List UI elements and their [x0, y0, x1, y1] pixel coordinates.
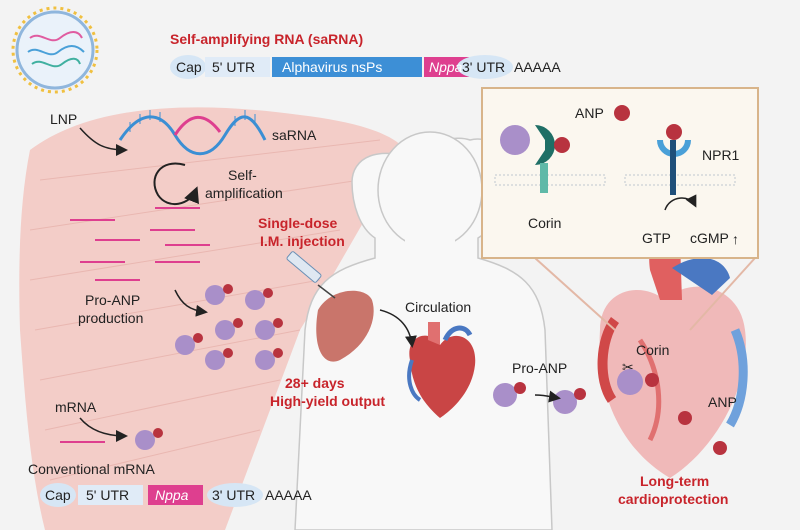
- self-amp-label-2: amplification: [205, 185, 283, 201]
- mrna-nppa: Nppa: [155, 487, 189, 503]
- self-amplification-arrow: [153, 162, 199, 205]
- mrna-polya: AAAAA: [265, 487, 312, 503]
- rna-copies: [60, 207, 210, 443]
- corin-label: Corin: [636, 342, 669, 358]
- injection-label-1: Single-dose: [258, 215, 338, 231]
- inset-anp-label: ANP: [575, 105, 604, 121]
- head: [377, 131, 483, 249]
- inset-npr1: [657, 124, 691, 195]
- inset-gtp-label: GTP: [642, 230, 671, 246]
- sarna-cap: Cap: [176, 59, 202, 75]
- mrna-cap: Cap: [45, 487, 71, 503]
- large-heart: [597, 233, 748, 478]
- days-label-2: High-yield output: [270, 393, 385, 409]
- sarna-3utr: 3' UTR: [462, 59, 505, 75]
- muscle-tissue: [19, 107, 405, 530]
- circulation-label: Circulation: [405, 299, 471, 315]
- mrna-title: Conventional mRNA: [28, 461, 155, 477]
- pro-anp-label: Pro-ANP: [512, 360, 567, 376]
- sarna-strand: [118, 115, 267, 156]
- mrna-label: mRNA: [55, 399, 97, 415]
- gtp-arrow: [664, 194, 697, 211]
- inset-cgmp-label: cGMP: [690, 230, 729, 246]
- sarna-title: Self-amplifying RNA (saRNA): [170, 31, 363, 47]
- pro-anp-clusters: [135, 285, 643, 450]
- inset-connector: [534, 257, 616, 331]
- neck: [405, 240, 455, 270]
- inset-anp-peptide: [614, 105, 630, 121]
- cardio-label-1: Long-term: [640, 473, 709, 489]
- anp-label: ANP: [708, 394, 737, 410]
- up-arrow-icon: ↑: [732, 231, 739, 247]
- arm-muscle: [316, 290, 374, 362]
- sarna-construct: [170, 55, 513, 79]
- proanp-prod-label-1: Pro-ANP: [85, 292, 140, 308]
- syringe-icon: [286, 251, 336, 299]
- inset-npr1-label: NPR1: [702, 147, 740, 163]
- sarna-5utr: 5' UTR: [212, 59, 255, 75]
- sarna-polya: AAAAA: [514, 59, 561, 75]
- injection-label-2: I.M. injection: [260, 233, 345, 249]
- inset-corin: [500, 125, 570, 193]
- sarna-nppa: Nppa: [429, 59, 463, 75]
- scissors-icon: ✂: [622, 359, 634, 375]
- small-heart: [407, 322, 476, 418]
- inset-corin-label: Corin: [528, 215, 561, 231]
- mrna-3utr: 3' UTR: [212, 487, 255, 503]
- lnp-particle: [11, 6, 99, 94]
- sarna-label: saRNA: [272, 127, 317, 143]
- sarna-nsps: Alphavirus nsPs: [282, 59, 382, 75]
- mrna-construct: [40, 483, 263, 507]
- proanp-prod-label-2: production: [78, 310, 143, 326]
- mrna-5utr: 5' UTR: [86, 487, 129, 503]
- cardio-label-2: cardioprotection: [618, 491, 728, 507]
- days-label-1: 28+ days: [285, 375, 345, 391]
- lnp-label: LNP: [50, 111, 77, 127]
- sarna-ticks: [129, 110, 256, 132]
- self-amp-label-1: Self-: [228, 167, 257, 183]
- arrows: [79, 127, 561, 442]
- anp-peptides: [153, 284, 727, 455]
